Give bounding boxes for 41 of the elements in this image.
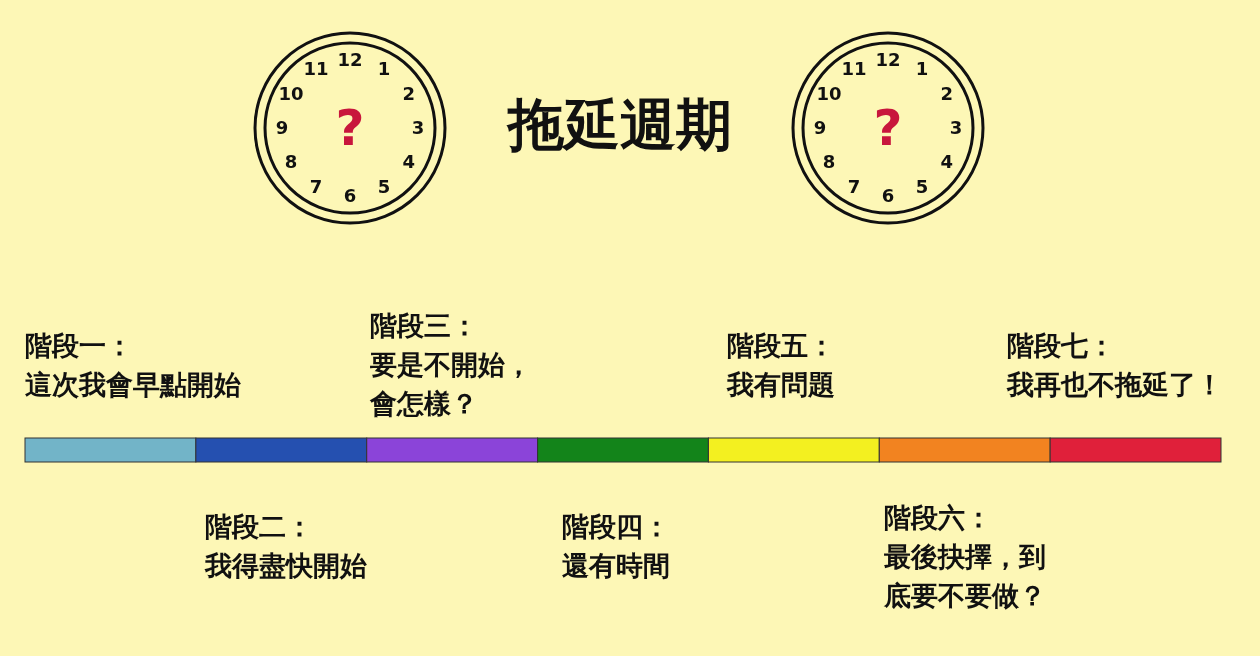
clock-number: 11 [303,60,329,79]
stage-heading: 階段二： [205,510,313,544]
clock-number: 5 [377,177,391,196]
stage-heading: 階段三： [370,309,478,343]
stage-description: 我再也不拖延了！ [1007,368,1223,402]
clock-number: 9 [813,119,827,137]
clock-number: 4 [402,153,416,171]
clock-number: 3 [949,119,963,137]
stage-heading: 階段六： [884,501,992,535]
clock-number: 1 [377,60,391,79]
title: 拖延週期 [508,95,732,155]
clock-number: 8 [284,153,298,171]
stage-heading: 階段七： [1007,329,1115,363]
stage-description: 我有問題 [727,368,835,402]
stage-heading: 階段五： [727,329,835,363]
clock-number: 11 [841,60,867,79]
stage-heading: 階段四： [562,510,670,544]
stage-description: 這次我會早點開始 [25,368,241,402]
clock-number: 2 [940,85,954,103]
clock-number: 6 [881,187,895,205]
question-mark: ? [873,103,903,153]
clock-number: 4 [940,153,954,171]
clock-number: 6 [343,187,357,205]
clock-number: 5 [915,177,929,196]
question-mark: ? [335,103,365,153]
clock-number: 8 [822,153,836,171]
clock-number: 1 [915,60,929,79]
clock-number: 9 [275,119,289,137]
stage-description: 還有時間 [562,549,670,583]
clock-number: 2 [402,85,416,103]
stage-heading: 階段一： [25,329,133,363]
clock-number: 10 [278,85,304,103]
stage-description: 我得盡快開始 [205,549,367,583]
clock-number: 10 [816,85,842,103]
clock-number: 7 [847,177,861,196]
stage-description: 最後抉擇，到底要不要做？ [884,540,1047,613]
clock-number: 12 [875,51,901,69]
clock-number: 3 [411,119,425,137]
clock-number: 7 [309,177,323,196]
clock-number: 12 [337,51,363,69]
stage-description: 要是不開始，會怎樣？ [370,348,533,421]
